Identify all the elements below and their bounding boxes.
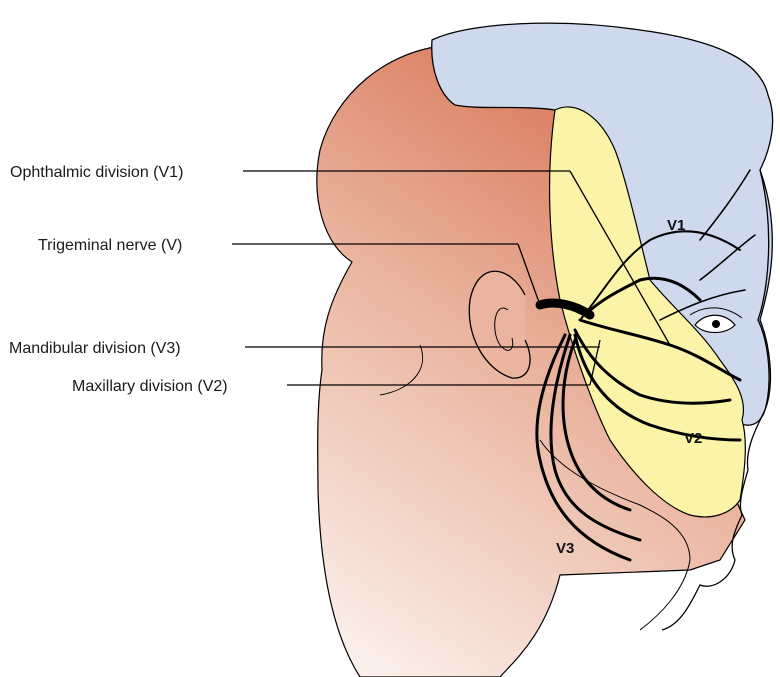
label-maxillary: Maxillary division (V2) — [72, 378, 228, 395]
label-trigeminal: Trigeminal nerve (V) — [38, 237, 182, 254]
label-mandibular: Mandibular division (V3) — [9, 340, 181, 357]
zone-label-v1: V1 — [667, 217, 685, 234]
label-ophthalmic: Ophthalmic division (V1) — [10, 164, 183, 181]
zone-label-v2: V2 — [684, 430, 702, 447]
pupil — [712, 320, 720, 328]
zone-label-v3: V3 — [556, 540, 574, 557]
